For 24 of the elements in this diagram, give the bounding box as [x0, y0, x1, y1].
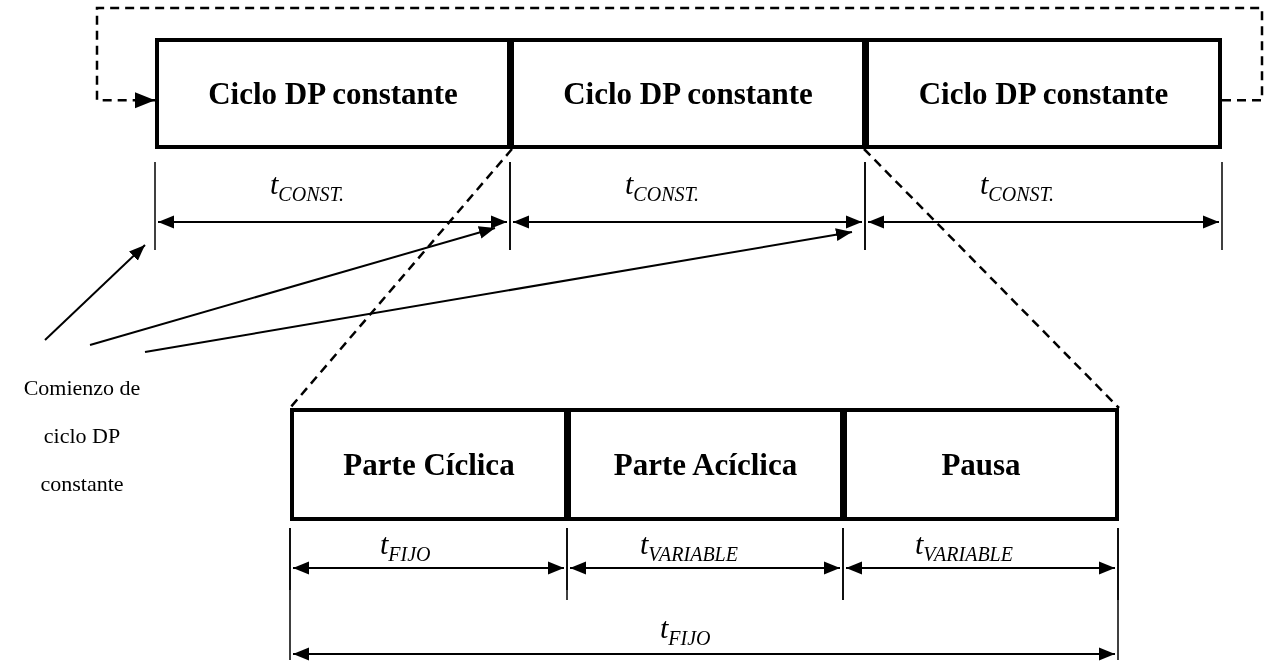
process-box [510, 38, 866, 149]
box-label: Ciclo DP constante [563, 75, 813, 112]
box-label: Ciclo DP constante [208, 75, 458, 112]
dimension-label: t$_{FIJO}$ [660, 612, 711, 651]
box-label: Pausa [941, 446, 1021, 483]
dimension-label: t$_{VARIABLE}$ [640, 528, 738, 567]
process-box [567, 408, 844, 521]
process-box [843, 408, 1119, 521]
box-label: Parte Cíclica [343, 446, 515, 483]
process-box [865, 38, 1222, 149]
dimension-label: t$_{VARIABLE}$ [915, 528, 1013, 567]
dimension-label: t$_{CONST.}$ [625, 168, 700, 207]
dashed-arrow [95, 6, 1264, 109]
leader-line [89, 226, 496, 346]
leader-line [144, 228, 853, 353]
dimension-label: t$_{FIJO}$ [380, 528, 431, 567]
dimension-label: t$_{CONST.}$ [980, 168, 1055, 207]
box-label: Parte Acíclica [613, 446, 798, 483]
box-label: Ciclo DP constante [918, 75, 1169, 112]
process-box [290, 408, 568, 521]
note-text: Comienzo de ciclo DP constante [22, 364, 142, 564]
process-box [155, 38, 511, 149]
leader-line [44, 244, 146, 341]
dimension-label: t$_{CONST.}$ [270, 168, 345, 207]
